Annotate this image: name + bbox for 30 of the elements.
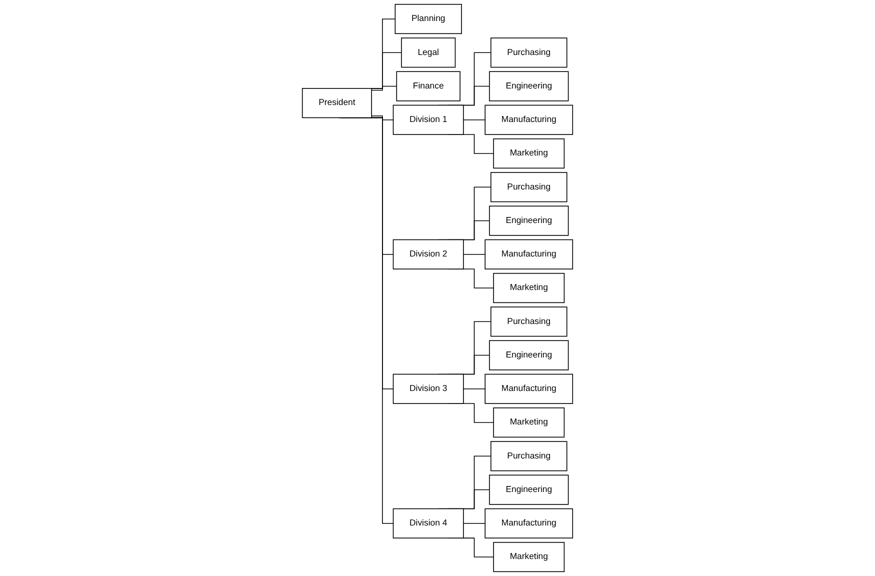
connector: [463, 254, 486, 255]
node-box: Purchasing: [490, 38, 568, 68]
node-box: Division 3: [392, 374, 464, 404]
node-box: Marketing: [493, 407, 565, 438]
node-box: Planning: [394, 4, 462, 34]
node-box: Purchasing: [490, 172, 568, 202]
connector: [371, 115, 394, 120]
node-box: Marketing: [493, 272, 565, 304]
node-box: Manufacturing: [484, 374, 574, 404]
node-box: Engineering: [489, 71, 569, 102]
node-box: Finance: [396, 71, 460, 102]
connector: [371, 86, 398, 91]
node-box: Purchasing: [490, 306, 568, 337]
node-box: Division 1: [392, 104, 464, 135]
node-box: Engineering: [489, 340, 569, 370]
node-box: Manufacturing: [484, 508, 574, 538]
connector: [463, 388, 486, 390]
connector: [463, 522, 486, 524]
node-box: Marketing: [493, 138, 565, 169]
node-box: Purchasing: [490, 441, 568, 472]
node-box: Division 4: [392, 508, 464, 538]
node-box: President: [302, 88, 372, 118]
node-box: Division 2: [392, 239, 464, 270]
connector: [463, 119, 486, 120]
node-box: Engineering: [489, 474, 569, 505]
node-box: Manufacturing: [484, 104, 574, 135]
node-box: Legal: [401, 38, 456, 68]
node-box: Manufacturing: [484, 239, 574, 270]
node-box: Engineering: [489, 206, 569, 236]
node-box: Marketing: [493, 542, 565, 572]
